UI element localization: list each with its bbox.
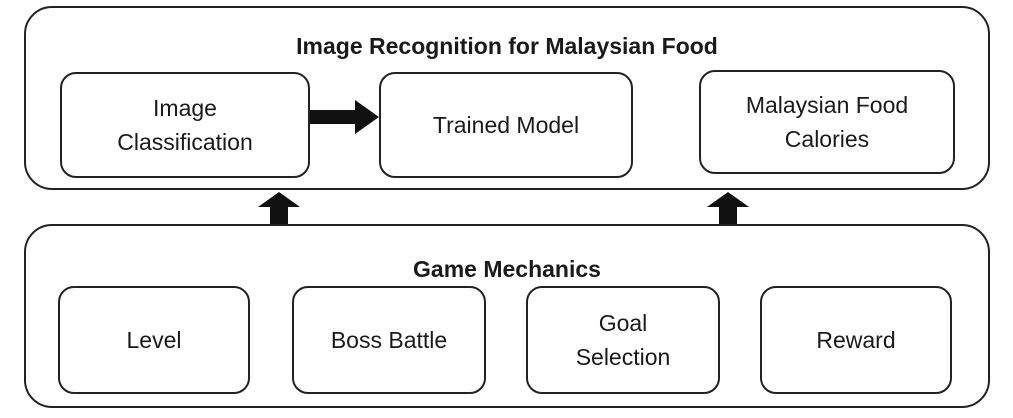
node-boss-battle: Boss Battle bbox=[292, 286, 486, 394]
node-image-classification: Image Classification bbox=[60, 72, 310, 178]
node-label-reward: Reward bbox=[816, 327, 896, 353]
node-trained-model: Trained Model bbox=[379, 72, 633, 178]
node-reward: Reward bbox=[760, 286, 952, 394]
group-game-mechanics: Game Mechanics Level Boss Battle Goal Se… bbox=[24, 224, 990, 408]
node-level: Level bbox=[58, 286, 250, 394]
node-label-goal-selection: Goal Selection bbox=[575, 310, 671, 370]
node-label-malaysian-food-calories: Malaysian Food Calories bbox=[745, 92, 909, 152]
node-goal-selection: Goal Selection bbox=[526, 286, 720, 394]
arrow-mechanics-to-recognition-left bbox=[258, 192, 300, 224]
group-image-recognition: Image Recognition for Malaysian Food Ima… bbox=[24, 6, 990, 190]
node-label-trained-model: Trained Model bbox=[432, 112, 580, 138]
node-label-image-classification: Image Classification bbox=[117, 95, 253, 155]
group-title-game-mechanics: Game Mechanics bbox=[413, 256, 601, 282]
arrow-mechanics-to-recognition-right bbox=[707, 192, 749, 224]
group-title-image-recognition: Image Recognition for Malaysian Food bbox=[296, 33, 718, 59]
node-label-boss-battle: Boss Battle bbox=[330, 327, 448, 353]
node-label-level: Level bbox=[126, 327, 182, 353]
node-malaysian-food-calories: Malaysian Food Calories bbox=[699, 70, 955, 174]
